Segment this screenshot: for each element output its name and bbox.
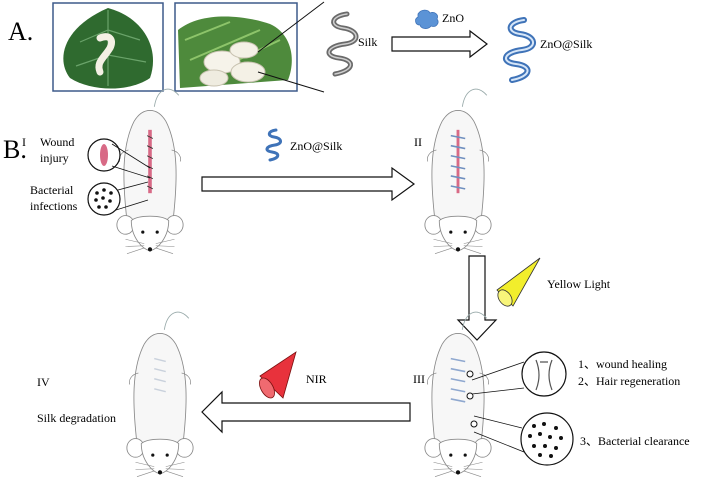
wound-label-line1: Wound: [40, 135, 74, 149]
leaf-silkworm-photo: [52, 2, 164, 92]
stage-4-numeral: IV: [37, 375, 50, 389]
nir-cone-base: [259, 377, 275, 399]
arrow-stage-3-to-4: [201, 390, 411, 434]
silk-label: Silk: [358, 35, 377, 49]
zoom-lines: [257, 1, 325, 93]
panel-a-label: A.: [8, 17, 33, 46]
outcome-bacterial-clearance: 3、Bacterial clearance: [580, 434, 690, 448]
wound-label-line2: injury: [40, 151, 69, 165]
mouse-stage-3: [424, 311, 492, 478]
outcome-wound-healing: 1、wound healing: [578, 357, 667, 371]
zno-label: ZnO: [442, 11, 464, 25]
bacteria-label-line2: infections: [30, 199, 78, 213]
silk-degradation-label: Silk degradation: [37, 411, 116, 425]
arrow-stage-2-to-3: [456, 255, 498, 341]
clearance-zoom-circle: [470, 412, 574, 466]
mouse-stage-1: [116, 88, 184, 255]
hair-zoom-circle: [466, 351, 567, 400]
process-arrow-a: [391, 29, 488, 59]
mouse-stage-4: [126, 311, 194, 478]
nir-label: NIR: [306, 372, 327, 386]
zno-silk-fiber-icon: [503, 17, 536, 83]
panel-b-label: B.: [3, 135, 27, 164]
stage-3-numeral: III: [413, 372, 425, 386]
wound-zoom-circle: [87, 138, 151, 179]
arrow-stage-1-to-2: [201, 166, 416, 202]
silk-fiber-icon: [326, 11, 359, 77]
bacteria-label-line1: Bacterial: [30, 183, 74, 197]
yellow-cone-base: [497, 289, 513, 307]
mouse-stage-2: [424, 88, 492, 255]
yellow-light-label: Yellow Light: [547, 277, 611, 291]
cocoons-photo: [174, 2, 298, 92]
bacteria-zoom-circle: [87, 181, 149, 216]
stage-1-numeral: I: [22, 135, 26, 149]
outcome-hair-regeneration: 2、Hair regeneration: [578, 374, 680, 388]
zno-particle-icon: [415, 9, 439, 29]
zno-silk-label: ZnO@Silk: [540, 37, 592, 51]
stage-2-numeral: II: [414, 135, 422, 149]
arrow-1-label: ZnO@Silk: [290, 139, 342, 153]
zno-silk-small-icon: [265, 128, 282, 162]
